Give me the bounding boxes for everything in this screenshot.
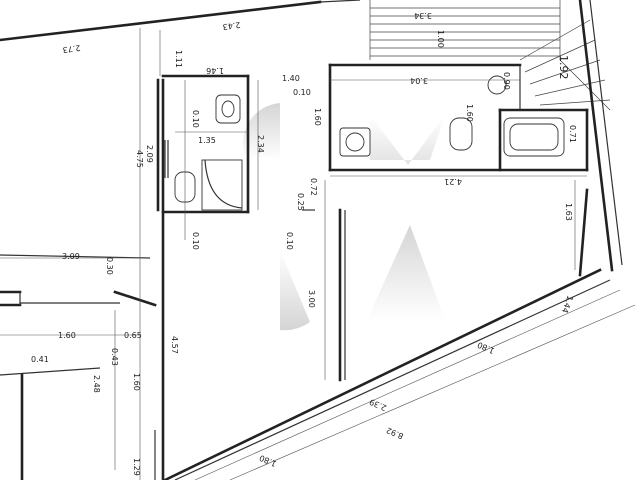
dimension-lines xyxy=(0,28,587,480)
dim-label: 3.04 xyxy=(410,76,428,85)
staircase xyxy=(369,0,611,111)
dim-label: 2.09 xyxy=(145,145,154,163)
dim-label: 8.92 xyxy=(385,425,405,440)
dim-label: 0.41 xyxy=(31,355,49,364)
dim-label: 1.40 xyxy=(282,74,300,83)
dim-label: 4.75 xyxy=(135,150,144,168)
dim-label: 1.29 xyxy=(132,458,141,476)
dim-label: 2.43 xyxy=(222,20,241,31)
dim-label: 1.60 xyxy=(58,331,76,340)
dim-label: 1.92 xyxy=(557,55,570,80)
fixtures xyxy=(164,75,565,211)
dim-label: 0.25 xyxy=(296,193,305,211)
dim-label: 1.46 xyxy=(206,66,224,75)
dim-label: 2.34 xyxy=(256,135,265,153)
dim-label: 3.00 xyxy=(307,290,316,308)
dim-label: 4.57 xyxy=(170,336,179,354)
dim-label: 2.73 xyxy=(62,43,81,54)
dim-label: 0.10 xyxy=(293,88,311,97)
dim-label: 1.63 xyxy=(564,203,573,221)
dim-label: 1.00 xyxy=(436,30,445,48)
dim-label: 4.21 xyxy=(444,177,462,186)
dim-label: 2.39 xyxy=(368,397,388,412)
dim-label: 1.60 xyxy=(132,373,141,391)
dim-label: 3.09 xyxy=(62,252,80,261)
bidet-icon xyxy=(487,75,507,95)
dim-label: 1.11 xyxy=(174,50,183,68)
dim-label: 1.35 xyxy=(198,136,216,145)
dim-label: 0.65 xyxy=(124,331,142,340)
dim-label: 0.72 xyxy=(309,178,318,196)
toilet-icon xyxy=(449,117,473,151)
dim-label: 0.43 xyxy=(110,348,119,366)
dim-label: 1.60 xyxy=(465,104,474,122)
dim-label: 0.10 xyxy=(285,232,294,250)
dim-label: 1.80 xyxy=(258,453,278,468)
watermark-logo xyxy=(243,103,445,331)
dim-label: 3.34 xyxy=(414,11,432,20)
dim-label: 2.48 xyxy=(92,375,101,393)
dim-label: 0.90 xyxy=(502,72,511,90)
dim-label: 0.71 xyxy=(568,125,577,143)
dim-label: 0.10 xyxy=(191,232,200,250)
dim-label: 0.10 xyxy=(191,110,200,128)
shower-tray-icon xyxy=(201,159,243,211)
dim-label: 1.60 xyxy=(313,108,322,126)
dim-label: 0.30 xyxy=(105,257,114,275)
